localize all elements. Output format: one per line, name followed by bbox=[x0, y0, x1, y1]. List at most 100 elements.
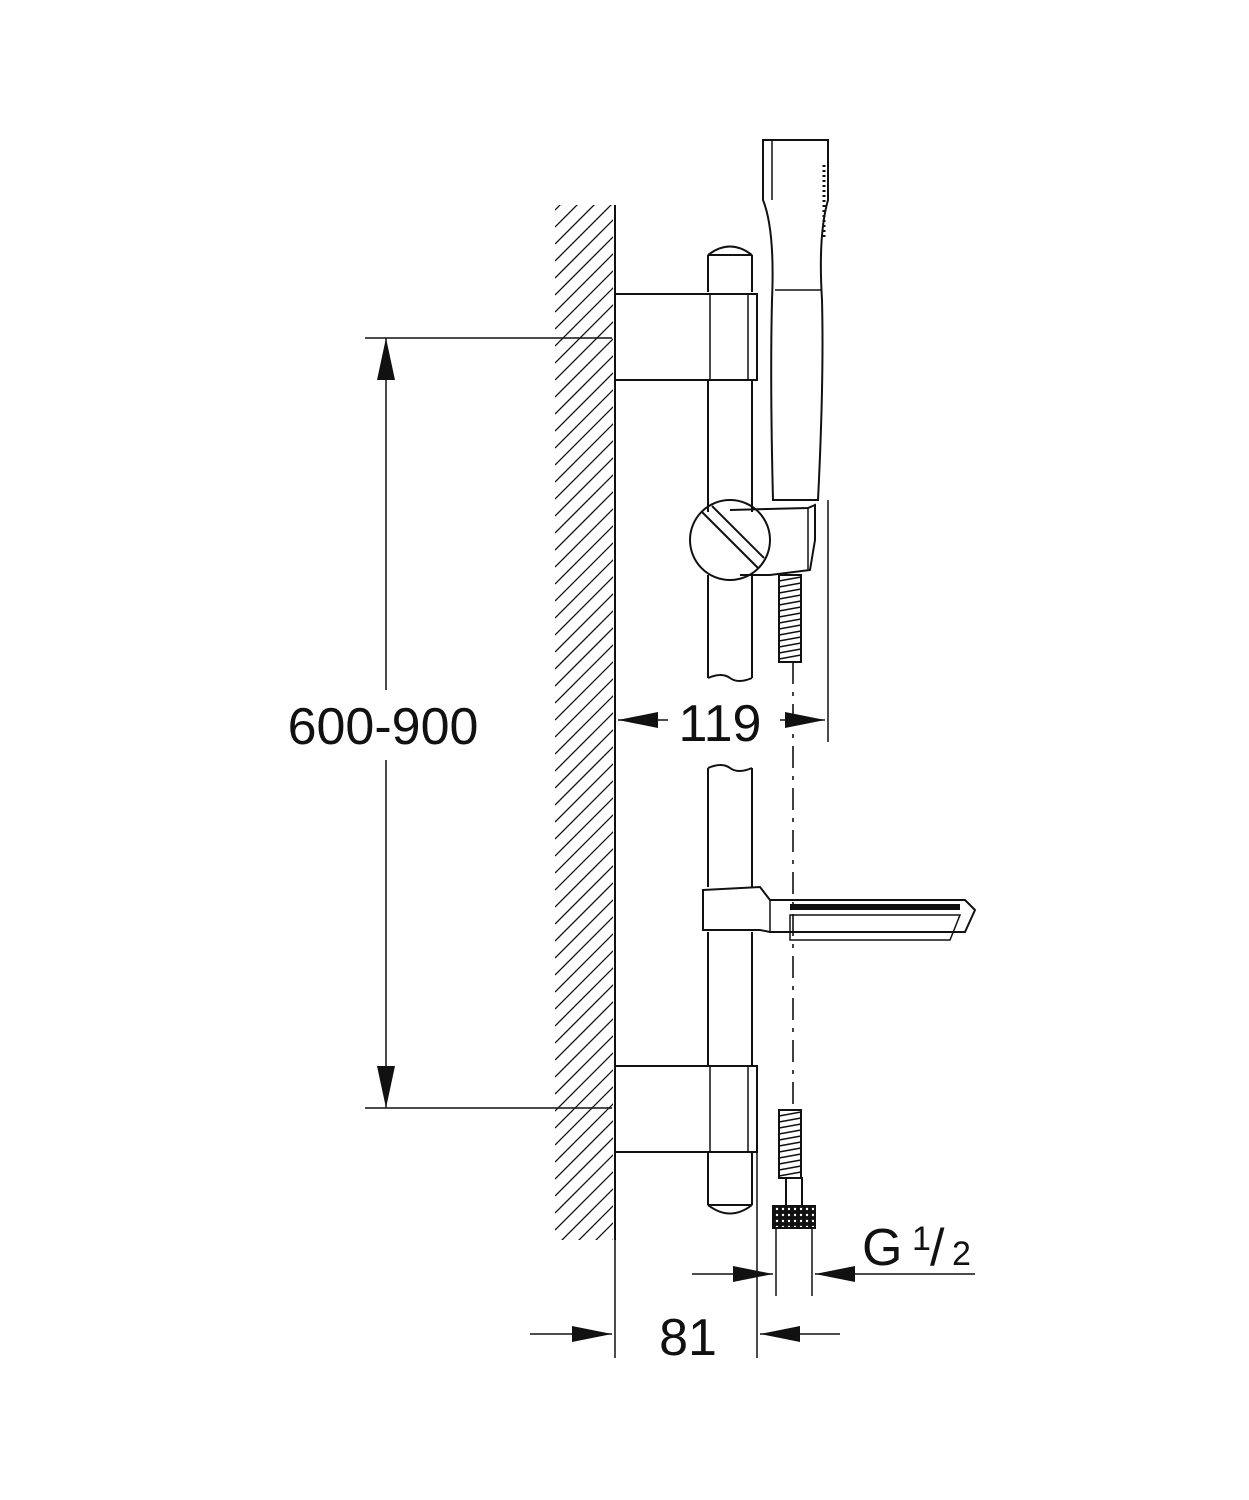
hatch-line bbox=[555, 763, 613, 823]
hatch-line bbox=[612, 1239, 613, 1240]
hatch-line bbox=[555, 797, 613, 857]
hose-coil-line bbox=[778, 1171, 802, 1177]
hose-coil-line bbox=[778, 1159, 802, 1165]
hatch-line bbox=[555, 984, 613, 1044]
hose-coil-lower bbox=[778, 1111, 802, 1177]
hatch-line bbox=[555, 661, 613, 721]
hatch-line bbox=[555, 1289, 615, 1349]
hatch-line bbox=[555, 1035, 613, 1095]
hose-coil-line bbox=[778, 630, 802, 636]
hatch-line bbox=[555, 831, 613, 891]
hose-coil-line bbox=[778, 1165, 802, 1171]
hose-coil-line bbox=[778, 1129, 802, 1135]
hand-shower bbox=[762, 139, 829, 501]
hose-coil-line bbox=[778, 588, 802, 594]
hatch-line bbox=[555, 304, 613, 364]
hatch-line bbox=[555, 848, 613, 908]
hatch-line bbox=[555, 746, 613, 806]
hatch-line bbox=[555, 205, 578, 228]
hose-coil-line bbox=[778, 612, 802, 618]
hatch-line bbox=[555, 338, 613, 398]
hose-nut bbox=[772, 1205, 816, 1229]
thread-prefix-label: G bbox=[862, 1219, 902, 1277]
dimension-height: 600-900 bbox=[288, 337, 612, 1109]
hatch-line bbox=[555, 899, 613, 959]
hatch-line bbox=[555, 440, 613, 500]
hatch-line bbox=[555, 406, 613, 466]
hatch-line bbox=[555, 205, 595, 245]
shower-rail bbox=[707, 245, 753, 1215]
hatch-line bbox=[561, 1188, 613, 1240]
dimension-wall-distance-label: 81 bbox=[659, 1309, 717, 1367]
hose-coil-line bbox=[778, 1135, 802, 1141]
hatch-line bbox=[555, 814, 613, 874]
hatch-line bbox=[555, 542, 613, 602]
thread-slash-label: / bbox=[930, 1219, 945, 1277]
hatch-line bbox=[555, 882, 613, 942]
dimension-projection: 119 bbox=[618, 500, 829, 753]
hose-coil-line bbox=[778, 654, 802, 660]
shower-hose-upper bbox=[778, 574, 802, 663]
wall-section bbox=[555, 205, 616, 1349]
dimension-wall-distance: 81 bbox=[530, 1152, 840, 1367]
hatch-line bbox=[555, 491, 613, 551]
hatch-line bbox=[555, 423, 613, 483]
hose-coil-line bbox=[778, 648, 802, 654]
hatch-line bbox=[555, 321, 613, 381]
hatch-line bbox=[555, 1018, 613, 1078]
hose-coil-line bbox=[778, 1117, 802, 1123]
hatch-line bbox=[555, 1154, 613, 1214]
hose-coil-line bbox=[778, 642, 802, 648]
hatch-line bbox=[555, 1103, 613, 1163]
hatch-line bbox=[555, 1255, 615, 1315]
dimension-height-label: 600-900 bbox=[288, 698, 479, 756]
hose-coil-line bbox=[778, 624, 802, 630]
dimension-thread: G 1 / 2 bbox=[692, 1219, 975, 1296]
hatch-line bbox=[555, 695, 613, 755]
hatch-line bbox=[555, 508, 613, 568]
hatch-line bbox=[555, 729, 613, 789]
hatch-line bbox=[555, 712, 613, 772]
hatch-line bbox=[555, 1137, 613, 1197]
hatch-line bbox=[555, 1086, 613, 1146]
hatch-line bbox=[555, 933, 613, 993]
hatch-line bbox=[555, 627, 613, 687]
hatch-line bbox=[555, 205, 561, 211]
wall-hatching bbox=[555, 205, 615, 1349]
hatch-line bbox=[578, 1205, 613, 1240]
hatch-line bbox=[555, 1272, 615, 1332]
hatch-line bbox=[555, 525, 613, 585]
soap-dish bbox=[702, 885, 977, 941]
hatch-line bbox=[555, 678, 613, 738]
shower-hose-lower bbox=[772, 1109, 816, 1229]
hatch-line bbox=[555, 474, 613, 534]
slider-holder bbox=[689, 499, 816, 581]
hose-coil-line bbox=[778, 618, 802, 624]
hose-coil-line bbox=[778, 600, 802, 606]
thread-numerator-label: 1 bbox=[912, 1220, 931, 1258]
hose-coil-line bbox=[778, 1111, 802, 1117]
hatch-line bbox=[555, 457, 613, 517]
hatch-line bbox=[555, 1171, 613, 1231]
hatch-line bbox=[555, 1069, 613, 1129]
hatch-line bbox=[555, 205, 612, 262]
hatch-line bbox=[555, 236, 613, 296]
hose-coil-upper bbox=[778, 576, 802, 660]
hatch-line bbox=[555, 1001, 613, 1061]
hatch-line bbox=[555, 287, 613, 347]
hose-coil-line bbox=[778, 1141, 802, 1147]
hose-coil-line bbox=[778, 1123, 802, 1129]
hatch-line bbox=[555, 1052, 613, 1112]
thread-denominator-label: 2 bbox=[952, 1235, 971, 1273]
hatch-line bbox=[555, 916, 613, 976]
hatch-line bbox=[555, 270, 613, 330]
hatch-line bbox=[555, 253, 613, 313]
hatch-line bbox=[555, 1120, 613, 1180]
hatch-line bbox=[555, 780, 613, 840]
hatch-line bbox=[555, 950, 613, 1010]
hose-coil-line bbox=[778, 1147, 802, 1153]
hatch-line bbox=[555, 355, 613, 415]
hose-coil-line bbox=[778, 606, 802, 612]
hose-coil-line bbox=[778, 576, 802, 582]
